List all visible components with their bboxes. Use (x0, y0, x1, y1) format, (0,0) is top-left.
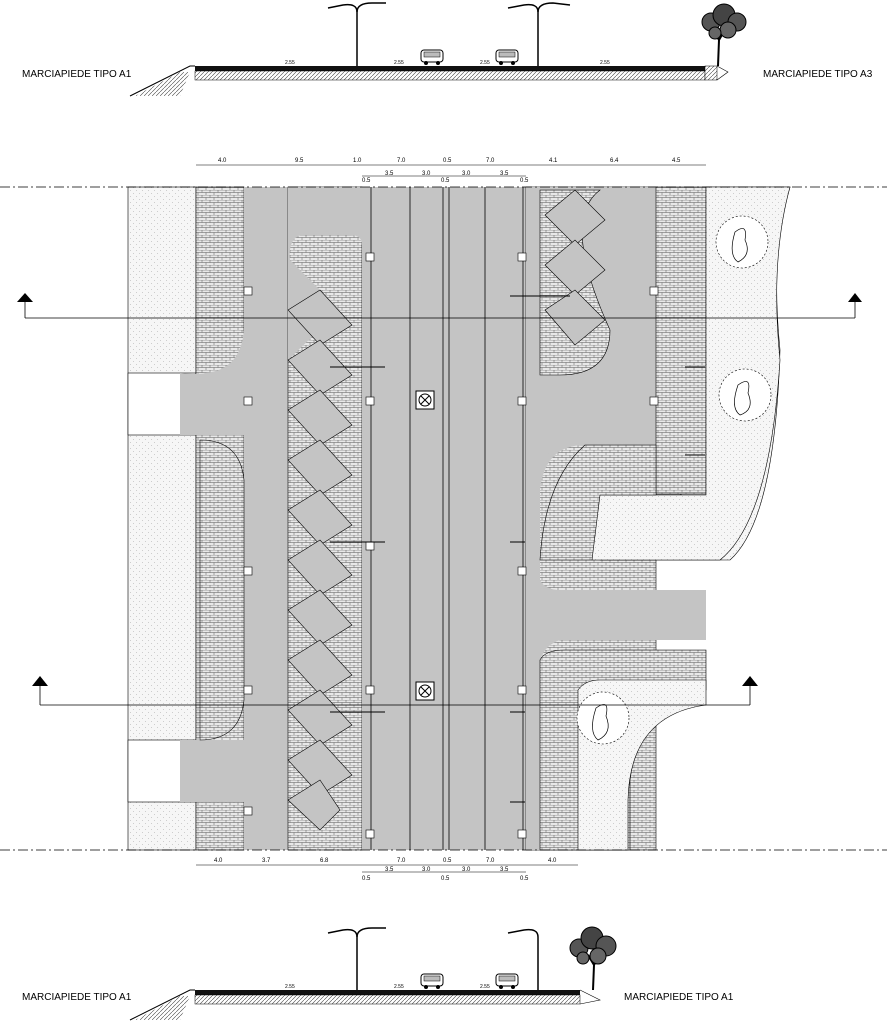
top-dim2-3: 3.0 (422, 171, 431, 177)
drain-grates (243, 252, 659, 839)
bottom-lane-label-2: 2.55 (394, 984, 404, 990)
bottom-dim-2: 3.7 (262, 858, 271, 864)
lamp-post-icon (507, 928, 539, 990)
top-dimensions: 4.0 9.5 1.0 7.0 0.5 7.0 4.1 6.4 4.5 0.5 … (196, 158, 706, 184)
bottom-dim2-6: 0.5 (520, 876, 529, 882)
top-lane-label-4: 2.55 (600, 60, 610, 66)
top-cross-section: MARCIAPIEDE TIPO A1 MARCIAPIEDE TIPO A3 … (22, 2, 873, 97)
car-icon (495, 49, 519, 65)
top-dim2-6: 0.5 (520, 178, 529, 184)
bottom-dim2-2: 3.5 (385, 867, 394, 873)
top-dim-2: 9.5 (295, 158, 304, 164)
bottom-dim2-3: 3.0 (422, 867, 431, 873)
lamp-post-icon (327, 927, 386, 990)
lamp-bases (330, 295, 705, 803)
car-icon (495, 973, 519, 989)
bottom-dim-6: 7.0 (486, 858, 495, 864)
top-dim2-2: 3.5 (385, 171, 394, 177)
bottom-cross-section: MARCIAPIEDE TIPO A1 MARCIAPIEDE TIPO A1 … (22, 926, 734, 1021)
bottom-dim-7: 4.0 (548, 858, 557, 864)
tree-plan-icon (718, 368, 772, 422)
manhole-icon (415, 681, 435, 701)
top-lane-label-3: 2.55 (480, 60, 490, 66)
bottom-lane-label-3: 2.55 (480, 984, 490, 990)
bottom-dim-5: 0.5 (443, 858, 452, 864)
bottom-dim2-mid: 0.5 (441, 876, 450, 882)
bottom-dim2-4: 3.0 (462, 867, 471, 873)
top-dim2-mid: 0.5 (441, 178, 450, 184)
plan-view (0, 186, 887, 851)
tree-icon (701, 3, 747, 67)
top-right-label: MARCIAPIEDE TIPO A3 (763, 69, 873, 80)
top-lane-label-1: 2.55 (285, 60, 295, 66)
top-dim2-5: 3.5 (500, 171, 509, 177)
top-dim-8: 6.4 (610, 158, 619, 164)
bottom-dimensions: 4.0 3.7 6.8 7.0 0.5 7.0 4.0 0.5 3.5 3.0 … (196, 858, 578, 882)
bottom-left-label: MARCIAPIEDE TIPO A1 (22, 992, 132, 1003)
tree-plan-icon (576, 691, 630, 745)
top-dim-7: 4.1 (549, 158, 558, 164)
bottom-dim-3: 6.8 (320, 858, 329, 864)
top-dim-3: 1.0 (353, 158, 362, 164)
car-icon (420, 973, 444, 989)
bottom-dim2-5: 3.5 (500, 867, 509, 873)
lamp-post-icon (507, 2, 571, 66)
bottom-dim-4: 7.0 (397, 858, 406, 864)
top-dim2-4: 3.0 (462, 171, 471, 177)
top-dim-9: 4.5 (672, 158, 681, 164)
manhole-icon (415, 390, 435, 410)
tree-plan-icon (715, 215, 769, 269)
top-left-label: MARCIAPIEDE TIPO A1 (22, 69, 132, 80)
bottom-dim-1: 4.0 (214, 858, 223, 864)
section-marker-icon (17, 293, 862, 686)
bottom-right-label: MARCIAPIEDE TIPO A1 (624, 992, 734, 1003)
top-dim2-1: 0.5 (362, 178, 371, 184)
bottom-dim2-1: 0.5 (362, 876, 371, 882)
top-dim-1: 4.0 (218, 158, 227, 164)
top-dim-6: 7.0 (486, 158, 495, 164)
bottom-lane-label-1: 2.55 (285, 984, 295, 990)
top-dim-5: 0.5 (443, 158, 452, 164)
top-dim-4: 7.0 (397, 158, 406, 164)
top-lane-label-2: 2.55 (394, 60, 404, 66)
lamp-post-icon (327, 2, 386, 66)
tree-icon (569, 926, 617, 991)
car-icon (420, 49, 444, 65)
